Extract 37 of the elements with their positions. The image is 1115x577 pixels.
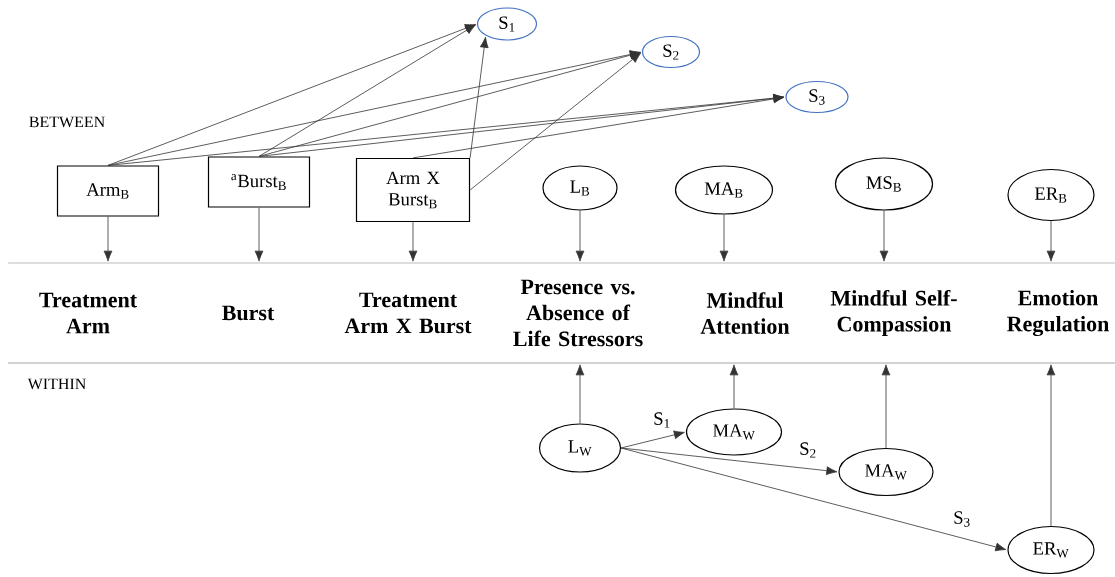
construct-heading: Mindful Attention [700, 292, 790, 334]
arrow [1046, 220, 1056, 262]
arrow [575, 210, 585, 262]
edge-label: S$_{2}$ [797, 441, 819, 459]
arrow [575, 364, 585, 424]
construct-heading: Presence vs. Absence of Life Stressors [513, 279, 643, 347]
construct-heading: Mindful Self-Compassion [830, 289, 957, 337]
arrow [469, 36, 489, 159]
construct-heading: Emotion Regulation [1007, 289, 1109, 337]
arrow [103, 216, 113, 262]
arrow [107, 24, 476, 166]
construct-heading: Burst [222, 305, 275, 321]
edge-label: S$_{3}$ [951, 509, 973, 528]
variable-box: Arm X Burst$_{B}$ [355, 157, 471, 223]
level-label: BETWEEN [29, 116, 105, 128]
variable-box: $^{a}$Burst$_{B}$ [207, 156, 311, 208]
arrow [469, 52, 642, 191]
arrow [881, 364, 891, 449]
arrow [254, 207, 264, 262]
construct-heading: Treatment Arm [39, 292, 137, 334]
arrow [107, 50, 641, 166]
arrow [879, 210, 889, 262]
arrow [620, 447, 1007, 552]
arrow [408, 221, 418, 262]
arrow [729, 364, 739, 409]
arrow [258, 93, 785, 157]
arrow [412, 94, 785, 159]
level-label: WITHIN [27, 378, 86, 390]
arrow [1046, 364, 1056, 527]
edge-label: S$_{1}$ [651, 411, 673, 429]
construct-heading: Treatment Arm X Burst [344, 292, 472, 334]
arrow [258, 50, 641, 157]
arrow [719, 214, 729, 262]
arrow [258, 24, 476, 157]
variable-box: Arm$_{B}$ [56, 165, 160, 217]
arrow [620, 447, 838, 476]
arrow [620, 430, 685, 449]
